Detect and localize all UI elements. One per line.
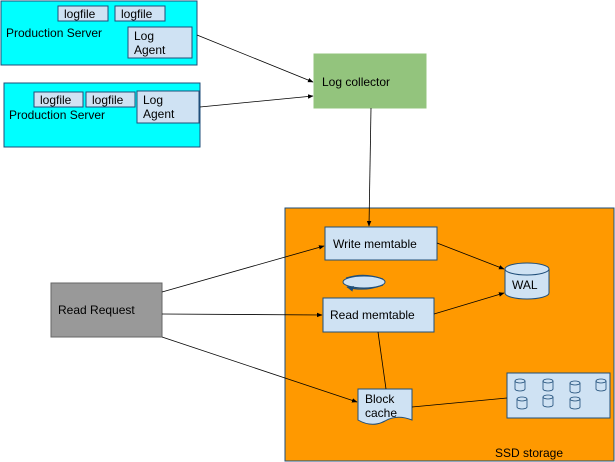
read-request-label: Read Request [58, 303, 135, 317]
logfile-label: logfile [92, 93, 124, 107]
logfile-box [33, 91, 84, 108]
edges [161, 34, 508, 408]
logfile-box [114, 5, 166, 22]
block-cache: Block cache [357, 388, 413, 425]
database-icon [542, 378, 554, 392]
edge-server1-to-collector [196, 34, 314, 83]
edge-request-to-read-memtable [161, 312, 323, 318]
production-server-label: Production Server [6, 26, 102, 40]
log-agent-label-line2: Agent [134, 43, 166, 57]
wal-cylinder: WAL [504, 262, 550, 300]
read-request-box [50, 282, 163, 338]
production-server-1: logfile logfile Production Server Log Ag… [0, 0, 198, 66]
read-request: Read Request [50, 282, 163, 338]
production-server-2: logfile logfile Production Server Log Ag… [3, 82, 201, 148]
edge-server2-to-collector [199, 94, 314, 108]
edge-request-to-write-memtable [161, 245, 325, 293]
log-agent-box [136, 90, 200, 124]
read-memtable-label: Read memtable [330, 308, 415, 322]
log-agent-label-line2: Agent [143, 107, 175, 121]
logfile-box [57, 5, 109, 22]
log-agent-box [127, 26, 193, 59]
database-icon [569, 380, 581, 394]
block-cache-shape [357, 388, 413, 425]
read-memtable-box [322, 297, 435, 333]
edge-request-to-block-cache [161, 336, 358, 403]
block-cache-label-line1: Block [365, 392, 395, 406]
edge-read-memtable-to-wal [433, 292, 505, 315]
database-icon [542, 394, 554, 408]
wal-label: WAL [512, 278, 538, 292]
edge-read-memtable-to-block-cache [377, 331, 387, 390]
log-agent-label-line1: Log [143, 93, 163, 107]
database-icon [569, 396, 581, 410]
block-cache-label-line2: cache [365, 406, 397, 420]
production-server-label: Production Server [9, 108, 105, 122]
database-icon [595, 378, 607, 392]
edge-block-cache-to-disk-array [411, 397, 508, 408]
log-agent-label-line1: Log [134, 29, 154, 43]
write-memtable-label: Write memtable [333, 237, 417, 251]
swap-rotation-icon [342, 274, 386, 292]
database-icon [514, 378, 526, 392]
disk-icons [514, 378, 607, 410]
log-collector-box [313, 53, 427, 109]
edge-collector-to-write-memtable [366, 107, 372, 227]
ssd-storage: SSD storage Write memtable Read memtable… [284, 207, 615, 462]
ssd-storage-label: SSD storage [495, 446, 563, 460]
write-memtable-box [324, 226, 438, 261]
edge-write-memtable-to-wal [436, 242, 505, 270]
logfile-label: logfile [64, 7, 96, 21]
database-icon [516, 396, 528, 410]
log-collector-label: Log collector [322, 75, 390, 89]
log-collector: Log collector [313, 53, 427, 109]
logfile-label: logfile [121, 7, 153, 21]
logfile-label: logfile [40, 93, 72, 107]
logfile-box [85, 91, 136, 108]
